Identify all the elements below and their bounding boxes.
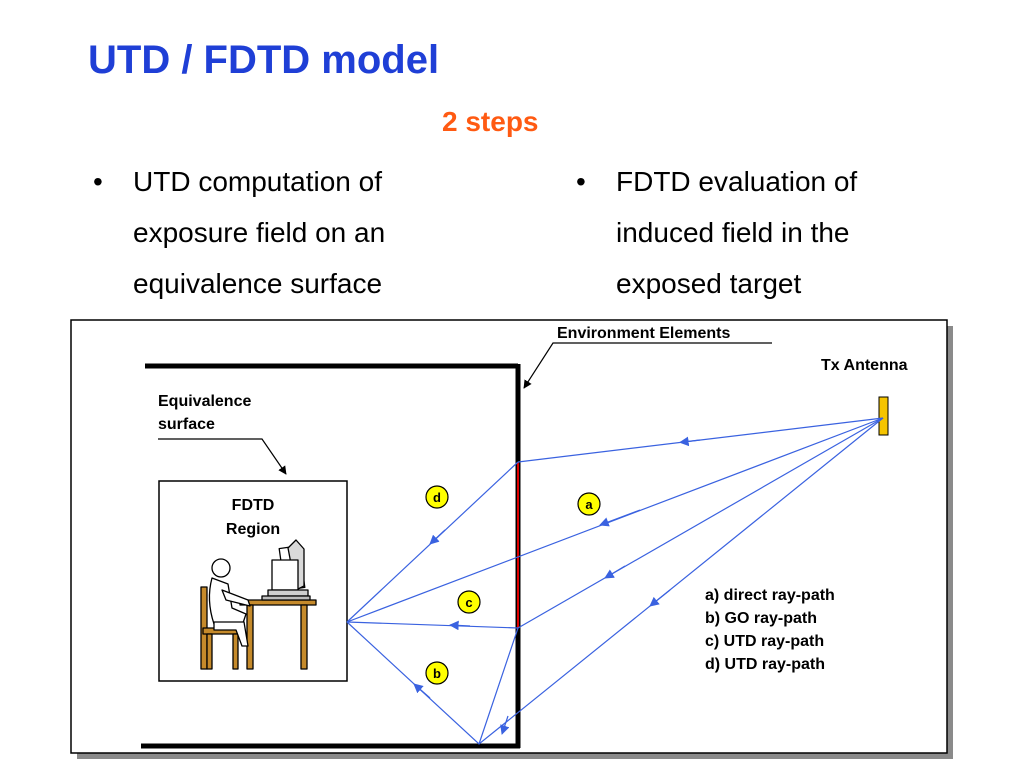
ray-c-utd [346,621,519,629]
environment-leader-line [523,342,772,389]
bullet-symbol: • [576,166,586,197]
bullet-fdtd-line-3: exposed target [616,268,802,299]
ray-to-lower-edge [517,417,884,629]
ray-lower-edge-arrow [604,565,626,579]
ray-label-a: a [577,492,601,516]
legend-item-b: b) GO ray-path [705,610,817,627]
ray-a-arrow [599,509,641,527]
bullet-fdtd-line-2: induced field in the [616,217,850,248]
equivalence-surface-label-2: surface [158,416,215,433]
ray-label-c-text: c [465,595,472,610]
fdtd-region-label-2: Region [226,521,280,538]
ray-edge-to-floor [478,627,519,745]
legend-item-c: c) UTD ray-path [705,633,824,650]
ray-legend: a) direct ray-path b) GO ray-path c) UTD… [705,587,835,673]
ray-label-d-text: d [433,490,441,505]
ray-upper-edge-arrow-visible [679,436,701,447]
page-subtitle: 2 steps [442,106,539,137]
environment-elements-label: Environment Elements [557,325,730,342]
bullet-utd-line-3: equivalence surface [133,268,383,299]
ray-label-b: b [425,661,449,685]
equivalence-leader-line [158,438,287,475]
legend-item-d: d) UTD ray-path [705,656,825,673]
ray-paths [346,417,884,745]
tx-antenna [878,396,889,436]
ray-label-a-text: a [585,497,593,512]
ray-label-c: c [457,590,481,614]
person-at-computer-illustration [200,539,317,670]
ray-to-upper-edge [517,417,884,463]
equivalence-surface-label-1: Equivalence [158,393,251,410]
bullet-utd-line-2: exposure field on an [133,217,386,248]
bullet-utd-line-1: UTD computation of [133,166,382,197]
ray-b-arrow-2 [413,683,431,699]
ray-label-d: d [425,485,449,509]
bullet-fdtd: • FDTD evaluation of induced field in th… [576,156,956,316]
tx-antenna-label: Tx Antenna [821,357,908,374]
ray-c-arrow [449,620,471,631]
page-title: UTD / FDTD model [88,38,440,82]
ray-edge-floor-arrow [500,715,510,735]
bullet-utd: • UTD computation of exposure field on a… [93,156,473,316]
ray-label-b-text: b [433,666,441,681]
legend-item-a: a) direct ray-path [705,587,835,604]
fdtd-region-label-1: FDTD [232,497,275,514]
bullet-symbol: • [93,166,103,197]
ray-d-arrow [429,529,446,545]
ray-b-arrow-1 [649,589,671,607]
bullet-fdtd-line-1: FDTD evaluation of [616,166,858,197]
